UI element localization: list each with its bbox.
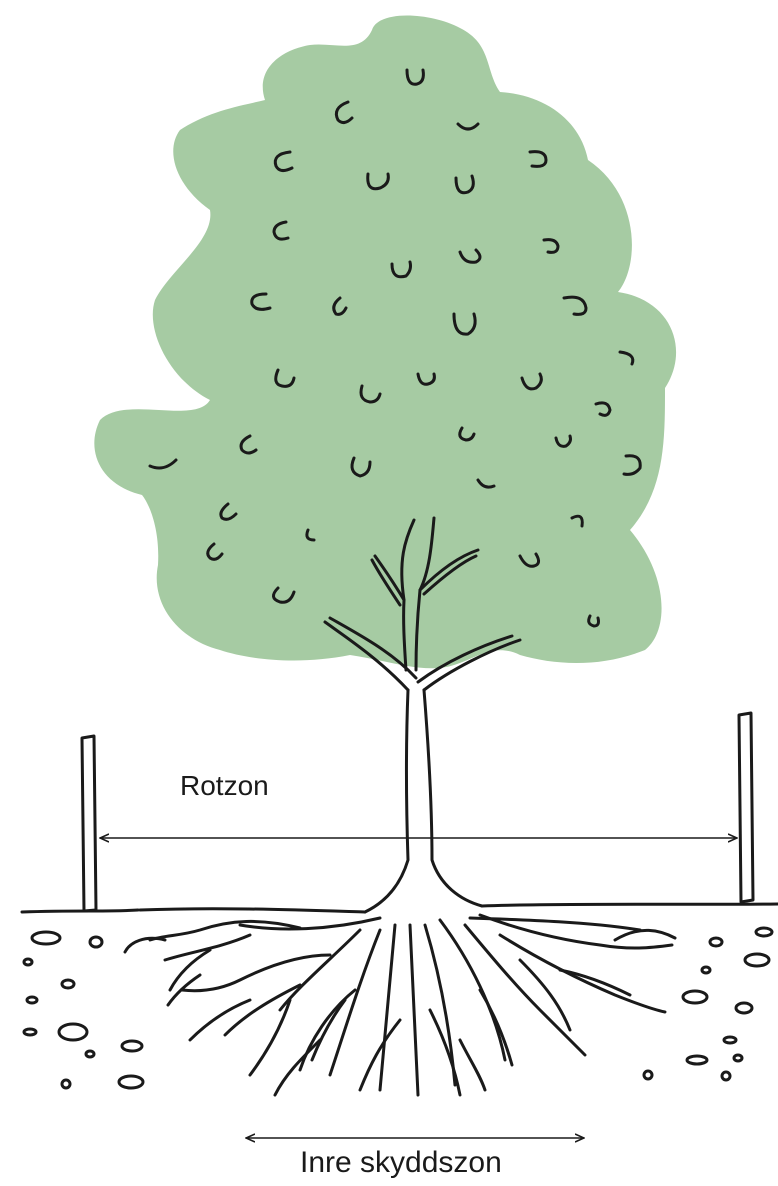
- right-stake: [739, 713, 753, 902]
- root-zone-label: Rotzon: [180, 770, 269, 802]
- protection-stakes: [82, 713, 753, 911]
- root-system: [125, 915, 675, 1095]
- inner-protection-zone-label: Inre skyddszon: [300, 1146, 502, 1180]
- soil-stones: [24, 928, 772, 1088]
- left-stake: [82, 736, 96, 911]
- ground-line: [22, 904, 778, 912]
